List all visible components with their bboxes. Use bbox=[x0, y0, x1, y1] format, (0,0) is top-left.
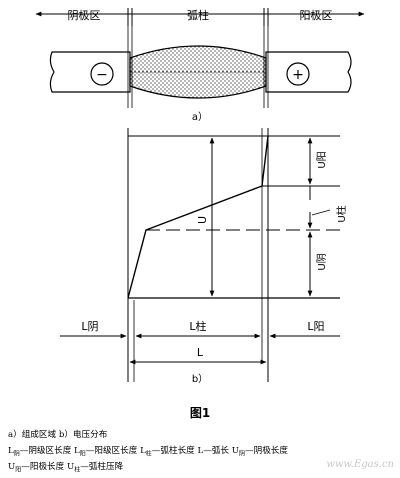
legend-subscript: 柱 bbox=[145, 450, 152, 458]
legend-entry: U阴—阴极长度 bbox=[231, 446, 288, 458]
legend-symbol: U bbox=[66, 462, 75, 472]
plus-symbol: + bbox=[292, 67, 304, 83]
legend-symbol: U bbox=[231, 446, 239, 456]
legend-entry: L阳—阳级区长度 bbox=[74, 446, 141, 458]
voltage-curve bbox=[127, 135, 269, 299]
legend-subscript: 阳 bbox=[79, 450, 86, 458]
l-anode-label: L阳 bbox=[307, 320, 324, 333]
l-total-label: L bbox=[197, 346, 204, 359]
region-dimension bbox=[35, 8, 365, 26]
legend-line-1: a）组成区域 b）电压分布 bbox=[8, 430, 108, 440]
legend-line-2: L阴—阴级区长度 L阳—阳级区长度 L柱—弧柱长度 L—弧长 U阴—阴极长度 bbox=[8, 444, 288, 458]
legend-entry: L—弧长 bbox=[198, 446, 232, 456]
legend-text: —弧柱压降 bbox=[80, 462, 124, 472]
u-column-label: U柱 bbox=[335, 205, 348, 222]
legend-subscript: 阳 bbox=[15, 466, 22, 474]
legend-text: —弧长 bbox=[203, 446, 232, 456]
minus-circle-icon bbox=[90, 62, 114, 86]
part-a-label: a） bbox=[192, 111, 208, 123]
part-b-label: b） bbox=[192, 373, 208, 385]
plus-circle-icon bbox=[286, 62, 310, 86]
legend-symbol: L bbox=[8, 446, 14, 456]
region-anode-label: 阳极区 bbox=[300, 8, 333, 22]
u-column-leader bbox=[311, 209, 331, 216]
region-arc-label: 弧柱 bbox=[187, 8, 209, 22]
u-cathode-label: U阴 bbox=[316, 253, 328, 270]
legend-text: —阴极长度 bbox=[245, 446, 288, 456]
legend-subscript: 阴 bbox=[238, 450, 245, 458]
face-guides bbox=[127, 26, 269, 108]
legend-text: —阴级区长度 bbox=[19, 446, 75, 456]
region-cathode-label: 阴极区 bbox=[68, 8, 101, 22]
legend-text: —阳极长度 bbox=[21, 462, 67, 472]
legend-entry: L阴—阴级区长度 bbox=[8, 446, 75, 458]
u-anode-label: U阳 bbox=[316, 151, 328, 168]
minus-symbol: − bbox=[96, 67, 108, 83]
legend-symbol: L bbox=[140, 446, 146, 456]
legend-text: —弧柱长度 bbox=[151, 446, 198, 456]
legend-entry: L柱—弧柱长度 bbox=[140, 446, 198, 458]
legend-symbol: U bbox=[8, 462, 16, 472]
legend-line-3: U阳—阳极长度 U柱—弧柱压降 bbox=[8, 460, 123, 474]
cathode-rod bbox=[49, 51, 131, 93]
voltage-plot bbox=[60, 128, 340, 382]
legend-symbol: L bbox=[197, 446, 204, 456]
legend-subscript: 阴 bbox=[13, 450, 20, 458]
figure-title: 图1 bbox=[189, 406, 211, 420]
legend-symbol: L bbox=[74, 446, 80, 456]
watermark: www.Egas.cn bbox=[326, 459, 394, 470]
u-total-label: U bbox=[196, 216, 209, 224]
legend-subscript: 柱 bbox=[74, 466, 81, 474]
legend-entry: U柱—弧柱压降 bbox=[66, 462, 124, 474]
l-cathode-label: L阴 bbox=[81, 320, 98, 333]
l-column-label: L柱 bbox=[189, 319, 206, 333]
legend-text: —阳级区长度 bbox=[85, 446, 141, 456]
legend-entry: U阳—阳极长度 bbox=[8, 462, 67, 474]
